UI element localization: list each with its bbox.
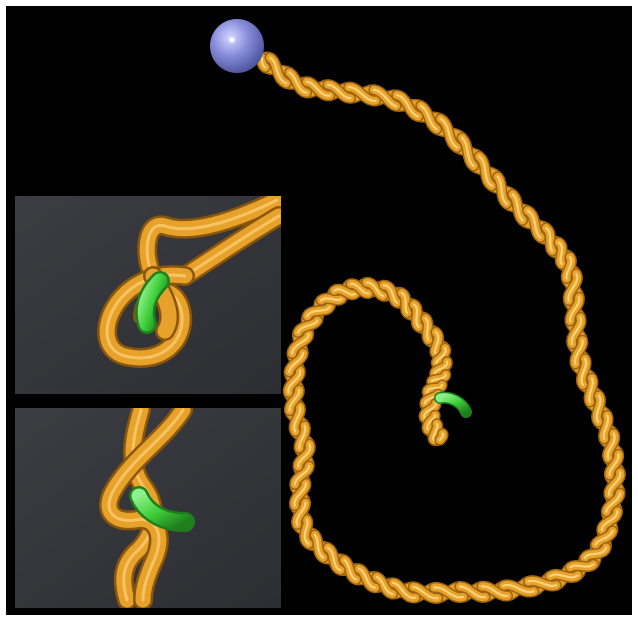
- inset-bottom: [15, 408, 281, 608]
- end-sphere: [210, 19, 264, 73]
- inset-top: [15, 196, 281, 394]
